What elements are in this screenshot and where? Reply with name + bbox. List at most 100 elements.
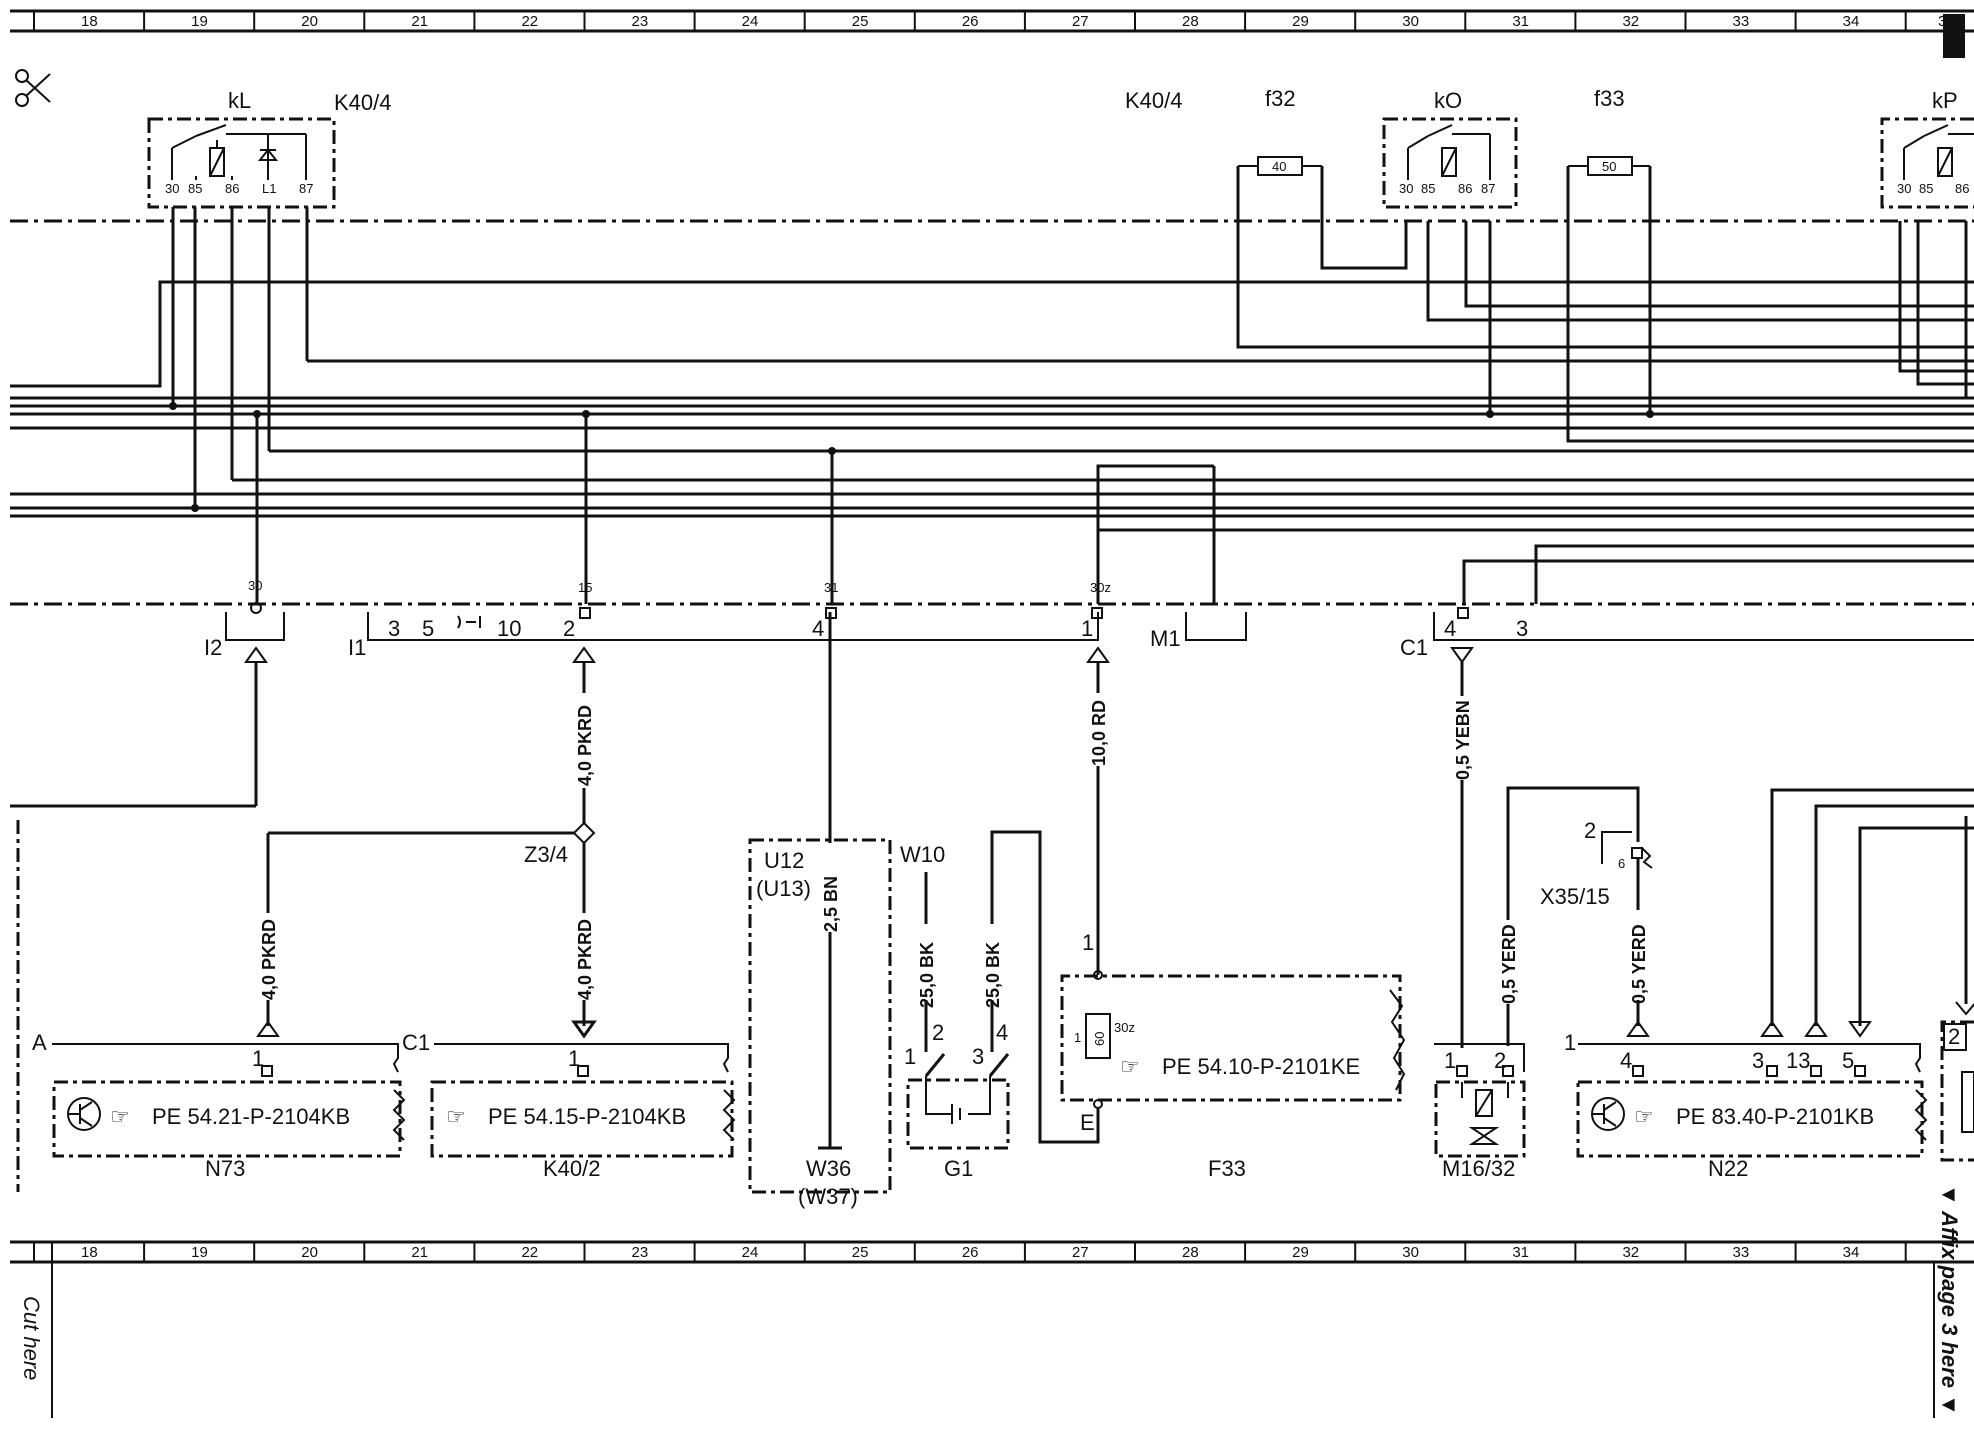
pin-label: 1 bbox=[1444, 1048, 1456, 1073]
grid-number: 27 bbox=[1072, 13, 1089, 30]
component-u12-label: U12 bbox=[764, 848, 804, 873]
grid-number: 33 bbox=[1733, 13, 1750, 30]
pin-label: E bbox=[1080, 1110, 1095, 1135]
pin-label: 3 bbox=[972, 1044, 984, 1069]
grid-number: 23 bbox=[632, 13, 649, 30]
cut-here-text: Cut here bbox=[19, 1296, 44, 1380]
pin-label: 85 bbox=[1919, 181, 1933, 196]
pin-label: 30z bbox=[1114, 1020, 1135, 1035]
pointer-hand-icon: ☞ bbox=[1634, 1104, 1654, 1129]
relay-ko: kO 30 85 86 87 bbox=[1382, 88, 1518, 209]
reference-text: PE 54.15-P-2104KB bbox=[488, 1104, 686, 1129]
pin-label: 1 bbox=[1081, 616, 1093, 641]
pin-label: 85 bbox=[188, 181, 202, 196]
component-n22: 1 4 3 13 5 ☞ PE 83.40-P-2101KB N22 bbox=[1564, 1030, 1928, 1181]
connector-i1-label: I1 bbox=[348, 635, 366, 660]
relay-ko-label: kO bbox=[1434, 88, 1462, 113]
wire-label: 4,0 PKRD bbox=[259, 919, 279, 1000]
grid-number: 27 bbox=[1072, 1244, 1089, 1261]
page-marker bbox=[1943, 14, 1965, 58]
affix-page-text: ▼ Affix page 3 here ▼ bbox=[1937, 1184, 1962, 1416]
fuse-f33: f33 50 bbox=[1566, 86, 1652, 221]
grid-number: 31 bbox=[1512, 13, 1529, 30]
grid-number: 19 bbox=[191, 13, 208, 30]
grid-number: 20 bbox=[301, 1244, 318, 1261]
grid-number: 26 bbox=[962, 1244, 979, 1261]
fuse-f33-label: f33 bbox=[1594, 86, 1625, 111]
ground-w10-label: W10 bbox=[900, 842, 945, 867]
pin-label: 5 bbox=[422, 616, 434, 641]
grid-number: 28 bbox=[1182, 13, 1199, 30]
pin-label: 4 bbox=[1444, 616, 1456, 641]
grid-number: 30 bbox=[1402, 1244, 1419, 1261]
pointer-hand-icon: ☞ bbox=[446, 1104, 466, 1129]
splice-z34-label: Z3/4 bbox=[524, 842, 568, 867]
pin-label: 13 bbox=[1786, 1048, 1810, 1073]
grid-number: 24 bbox=[742, 1244, 759, 1261]
pin-label: 85 bbox=[1421, 181, 1435, 196]
wire-label: 0,5 YERD bbox=[1629, 924, 1649, 1004]
pin-label: 1 bbox=[1564, 1030, 1576, 1055]
reference-text: PE 83.40-P-2101KB bbox=[1676, 1104, 1874, 1129]
pin-label: 1 bbox=[252, 1046, 264, 1071]
grid-number: 29 bbox=[1292, 1244, 1309, 1261]
pin-label: 1 bbox=[568, 1046, 580, 1071]
grid-number: 18 bbox=[81, 1244, 98, 1261]
pointer-hand-icon: ☞ bbox=[1120, 1054, 1140, 1079]
pin-label: 1 bbox=[1082, 930, 1094, 955]
pin-label: L1 bbox=[262, 181, 276, 196]
component-w37-label: (W37) bbox=[798, 1184, 858, 1209]
relay-kl: kL K40/4 30 85 86 L1 87 bbox=[147, 88, 392, 209]
fuse-rating: 50 bbox=[1602, 159, 1616, 174]
component-m1632: 1 2 M16/32 bbox=[1434, 1043, 1526, 1181]
component-u12: U12 (U13) W36 (W37) bbox=[748, 838, 892, 1209]
pin-label: C1 bbox=[402, 1030, 430, 1055]
grid-number: 21 bbox=[411, 13, 428, 30]
connector-i2-label: I2 bbox=[204, 635, 222, 660]
pin-label: 4 bbox=[996, 1020, 1008, 1045]
component-k402: 1 ☞ PE 54.15-P-2104KB K40/2 bbox=[430, 1043, 736, 1181]
connector-m1-label: M1 bbox=[1150, 626, 1181, 651]
pin-label: 1 bbox=[904, 1044, 916, 1069]
module-k404-label: K40/4 bbox=[1125, 88, 1183, 113]
grid-number: 18 bbox=[81, 13, 98, 30]
pin-label: 2 bbox=[563, 616, 575, 641]
reference-text: PE 54.10-P-2101KE bbox=[1162, 1054, 1360, 1079]
upper-wiring-bundle bbox=[10, 207, 1974, 604]
pin-label: 3 bbox=[388, 616, 400, 641]
grid-number: 32 bbox=[1622, 13, 1639, 30]
pin-label: A bbox=[32, 1030, 47, 1055]
grid-number: 30 bbox=[1402, 13, 1419, 30]
component-f33: 1 60 1 30z E ☞ PE 54.10-P-2101KE F33 bbox=[1060, 930, 1406, 1181]
grid-number: 31 bbox=[1512, 1244, 1529, 1261]
scissors-icon bbox=[15, 69, 51, 107]
component-f33-label: F33 bbox=[1208, 1156, 1246, 1181]
pin-label: 86 bbox=[1955, 181, 1969, 196]
grid-number: 33 bbox=[1733, 1244, 1750, 1261]
pin-label: 3 bbox=[1516, 616, 1528, 641]
grid-number: 34 bbox=[1843, 13, 1860, 30]
grid-number: 22 bbox=[521, 1244, 538, 1261]
terminal-15: 15 bbox=[578, 580, 592, 595]
fuse-f32-label: f32 bbox=[1265, 86, 1296, 111]
component-n73-label: N73 bbox=[205, 1156, 245, 1181]
pin-label: 2 bbox=[1948, 1024, 1960, 1049]
grid-number: 20 bbox=[301, 13, 318, 30]
component-n22-label: N22 bbox=[1708, 1156, 1748, 1181]
pin-label: 30 bbox=[1399, 181, 1413, 196]
component-g1: 1 2 3 4 G1 bbox=[904, 1020, 1010, 1150]
wire-label: 0,5 YERD bbox=[1499, 924, 1519, 1004]
pin-label: 2 bbox=[932, 1020, 944, 1045]
relay-kp: kP 30 85 86 bbox=[1880, 88, 1974, 209]
grid-number: 22 bbox=[521, 13, 538, 30]
component-g1-name: G1 bbox=[944, 1156, 973, 1181]
pin-label: 30 bbox=[165, 181, 179, 196]
grid-number: 29 bbox=[1292, 13, 1309, 30]
fuse-rating: 40 bbox=[1272, 159, 1286, 174]
fuse-value: 60 bbox=[1092, 1032, 1107, 1046]
lower-wiring: Z3/4 2 6 X35/15 W bbox=[256, 612, 1974, 1150]
grid-number: 25 bbox=[852, 13, 869, 30]
terminal-30z: 30z bbox=[1090, 580, 1111, 595]
terminal-30: 30 bbox=[248, 578, 262, 593]
